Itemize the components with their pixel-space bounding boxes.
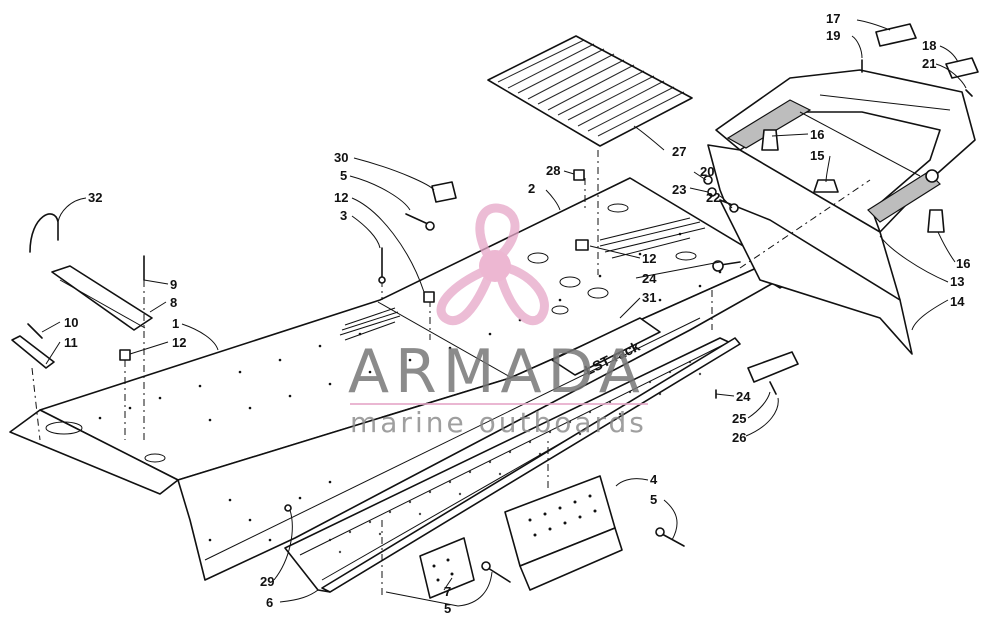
watermark-brand: ARMADA	[348, 337, 646, 407]
callout-12: 12	[172, 335, 186, 350]
rear-bumper-assembly	[707, 69, 976, 355]
callout-30: 30	[334, 150, 348, 165]
callout-13: 13	[950, 274, 964, 289]
callout-2: 2	[528, 181, 535, 196]
reflector-18	[945, 57, 979, 79]
assembly-centerlines	[31, 150, 871, 598]
callout-25: 25	[732, 411, 746, 426]
callout-11: 11	[64, 335, 78, 350]
foot-plate-4	[504, 475, 623, 591]
callout-31: 31	[642, 290, 656, 305]
callout-16: 16	[956, 256, 970, 271]
callout-14: 14	[950, 294, 965, 309]
callout-3: 3	[340, 208, 347, 223]
reflector-17	[875, 23, 917, 47]
propeller-logo-icon	[436, 203, 549, 325]
foot-plate-6	[419, 537, 475, 599]
bracket-8	[29, 213, 153, 331]
strap-11	[11, 335, 55, 369]
callout-4: 4	[650, 472, 658, 487]
hardware	[27, 59, 973, 583]
callout-29: 29	[260, 574, 274, 589]
callout-22: 22	[706, 190, 720, 205]
callout-12: 12	[334, 190, 348, 205]
callout-10: 10	[64, 315, 78, 330]
callout-20: 20	[700, 164, 714, 179]
watermark-tagline: marine outboards	[350, 406, 647, 439]
callout-7: 6	[266, 595, 273, 610]
callout-19: 19	[826, 28, 840, 43]
callout-5: 5	[444, 601, 451, 616]
callout-6: 7	[444, 584, 451, 599]
callout-24: 24	[736, 389, 751, 404]
callout-1: 1	[172, 316, 179, 331]
callout-28: 28	[546, 163, 560, 178]
plate-25	[747, 351, 799, 383]
seat-base-pad	[487, 35, 693, 147]
callout-15: 15	[810, 148, 824, 163]
callout-labels: 17 19 18 21 16 15 27 20 22 23 28 2 30 5 …	[64, 11, 970, 616]
callout-12: 12	[642, 251, 656, 266]
decal-30	[431, 181, 457, 203]
callout-21: 21	[922, 56, 936, 71]
callout-5: 5	[340, 168, 347, 183]
callout-26: 26	[732, 430, 746, 445]
callout-23: 23	[672, 182, 686, 197]
callout-16: 16	[810, 127, 824, 142]
callout-27: 27	[672, 144, 686, 159]
callout-32: 32	[88, 190, 102, 205]
callout-8: 8	[170, 295, 177, 310]
callout-18: 18	[922, 38, 936, 53]
callout-5: 5	[650, 492, 657, 507]
running-board	[284, 337, 741, 593]
watermark: ARMADA marine outboards	[348, 203, 648, 439]
leader-lines	[41, 19, 967, 607]
callout-9: 9	[170, 277, 177, 292]
callout-17: 17	[826, 11, 840, 26]
callout-24: 24	[642, 271, 657, 286]
